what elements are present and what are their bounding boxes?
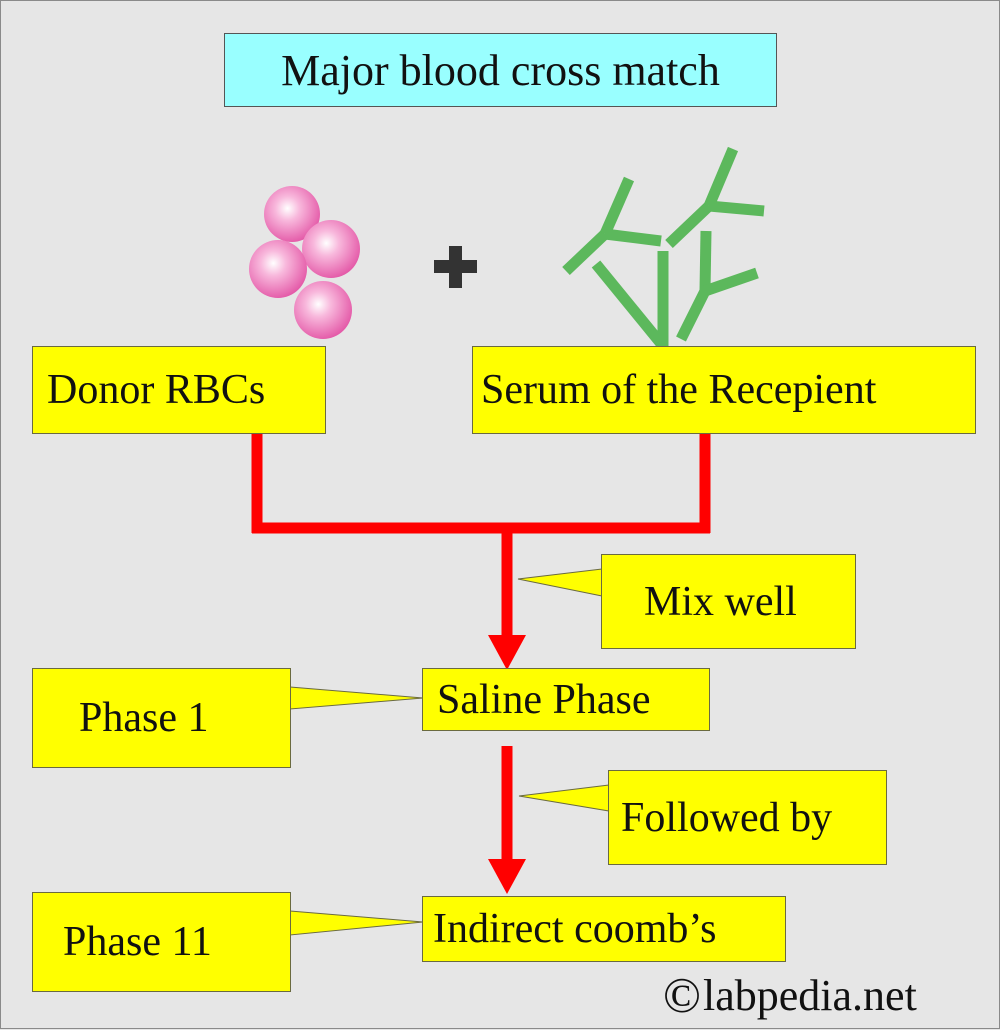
donor-rbcs-box: Donor RBCs <box>32 346 326 434</box>
followed-by-box: Followed by <box>608 770 887 865</box>
phase-1-box: Phase 1 <box>32 668 291 768</box>
mix-well-label: Mix well <box>644 578 797 625</box>
followed-by-label: Followed by <box>621 794 833 841</box>
donor-rbcs-label: Donor RBCs <box>47 367 266 413</box>
callout-pointer-mix <box>517 568 603 597</box>
antibody-icon <box>562 146 765 350</box>
flow-connector <box>251 433 711 863</box>
watermark-text: labpedia.net <box>703 970 917 1020</box>
phase-2-label: Phase 11 <box>63 919 212 965</box>
rbc-cell <box>294 281 352 339</box>
rbc-cell <box>249 240 307 298</box>
plus-icon <box>434 246 477 288</box>
rbc-cell <box>264 186 320 242</box>
callout-pointer-phase2 <box>289 910 424 936</box>
mix-well-box: Mix well <box>601 554 856 649</box>
callout-pointer-followed <box>518 784 610 812</box>
saline-phase-box: Saline Phase <box>422 668 710 731</box>
rbc-cell <box>302 220 360 278</box>
phase-2-box: Phase 11 <box>32 892 291 992</box>
indirect-coombs-box: Indirect coomb’s <box>422 896 786 962</box>
rbc-cluster-icon <box>249 186 360 339</box>
saline-phase-label: Saline Phase <box>437 676 651 723</box>
serum-box: Serum of the Recepient <box>472 346 976 434</box>
arrowhead-to-saline <box>488 635 526 670</box>
indirect-coombs-label: Indirect coomb’s <box>433 906 717 952</box>
callout-pointer-phase1 <box>289 686 424 710</box>
copyright-icon: © <box>663 967 701 1023</box>
watermark: © labpedia.net <box>663 966 917 1024</box>
diagram-title: Major blood cross match <box>224 33 777 107</box>
serum-label: Serum of the Recepient <box>481 367 877 413</box>
arrowhead-to-indirect <box>488 859 526 894</box>
phase-1-label: Phase 1 <box>79 695 209 741</box>
